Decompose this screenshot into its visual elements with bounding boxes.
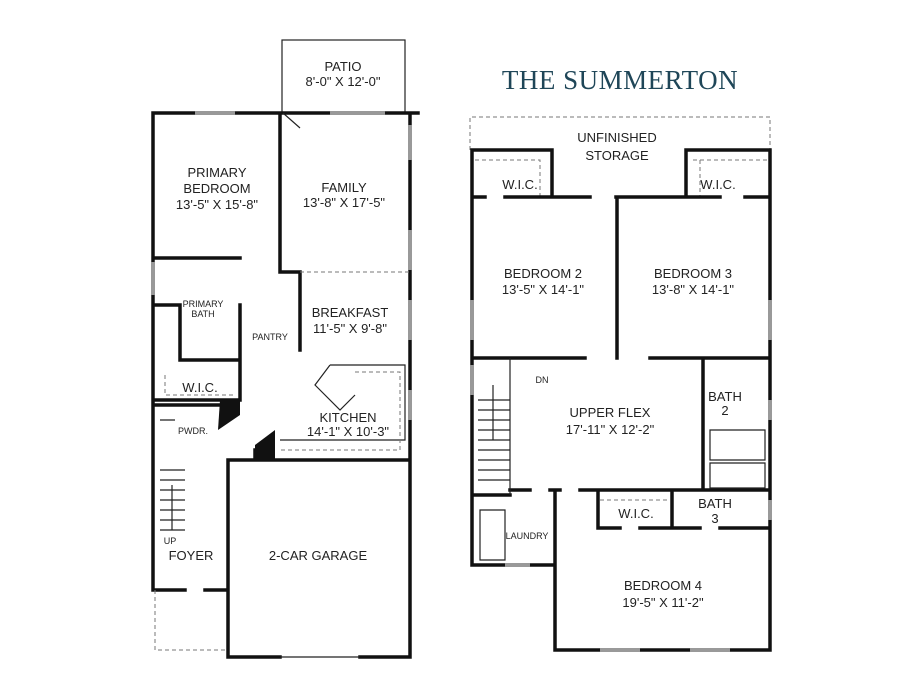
upper-flex-name: UPPER FLEX: [570, 405, 651, 420]
bedroom4-size: 19'-5" X 11'-2": [622, 595, 704, 610]
patio-name: PATIO: [324, 59, 361, 74]
storage-name: UNFINISHED: [577, 130, 656, 145]
wic-right-name: W.I.C.: [700, 177, 735, 192]
garage-name: 2-CAR GARAGE: [269, 548, 368, 563]
foyer-name: FOYER: [169, 548, 214, 563]
bath3-number: 3: [711, 511, 718, 526]
second-floor: UNFINISHED STORAGE W.I.C. W.I.C. BEDROOM…: [469, 116, 772, 652]
wic-name: W.I.C.: [182, 380, 217, 395]
upper-flex-size: 17'-11" X 12'-2": [566, 422, 655, 437]
kitchen-size: 14'-1" X 10'-3": [307, 424, 390, 439]
bedroom3-name: BEDROOM 3: [654, 266, 732, 281]
primary-bedroom-name2: BEDROOM: [183, 181, 250, 196]
patio-size: 8'-0" X 12'-0": [306, 74, 381, 89]
breakfast-name: BREAKFAST: [312, 305, 389, 320]
breakfast-size: 11'-5" X 9'-8": [313, 321, 387, 336]
primary-bedroom-size: 13'-5" X 15'-8": [176, 197, 259, 212]
family-name: FAMILY: [321, 180, 367, 195]
family-size: 13'-8" X 17'-5": [303, 195, 386, 210]
bedroom3-size: 13'-8" X 14'-1": [652, 282, 735, 297]
kitchen-name: KITCHEN: [319, 410, 376, 425]
bath3-name: BATH: [698, 496, 732, 511]
primary-bedroom-name: PRIMARY: [188, 165, 247, 180]
primary-bath-name: PRIMARY: [183, 299, 224, 309]
pantry-name: PANTRY: [252, 332, 288, 342]
primary-bath-name2: BATH: [191, 309, 214, 319]
bath2-name: BATH: [708, 389, 742, 404]
bedroom2-name: BEDROOM 2: [504, 266, 582, 281]
bath2-number: 2: [721, 403, 728, 418]
wic-bed4-name: W.I.C.: [618, 506, 653, 521]
storage-name2: STORAGE: [585, 148, 649, 163]
first-floor: PATIO 8'-0" X 12'-0" PRIMARY BEDROOM 13'…: [151, 39, 420, 659]
stairs-down: DN: [536, 375, 549, 385]
plan-title: THE SUMMERTON: [502, 65, 738, 95]
laundry-name: LAUNDRY: [506, 531, 549, 541]
powder-name: PWDR.: [178, 426, 208, 436]
wic-left-name: W.I.C.: [502, 177, 537, 192]
bedroom4-name: BEDROOM 4: [624, 578, 702, 593]
stairs-up: UP: [164, 536, 177, 546]
bedroom2-size: 13'-5" X 14'-1": [502, 282, 585, 297]
